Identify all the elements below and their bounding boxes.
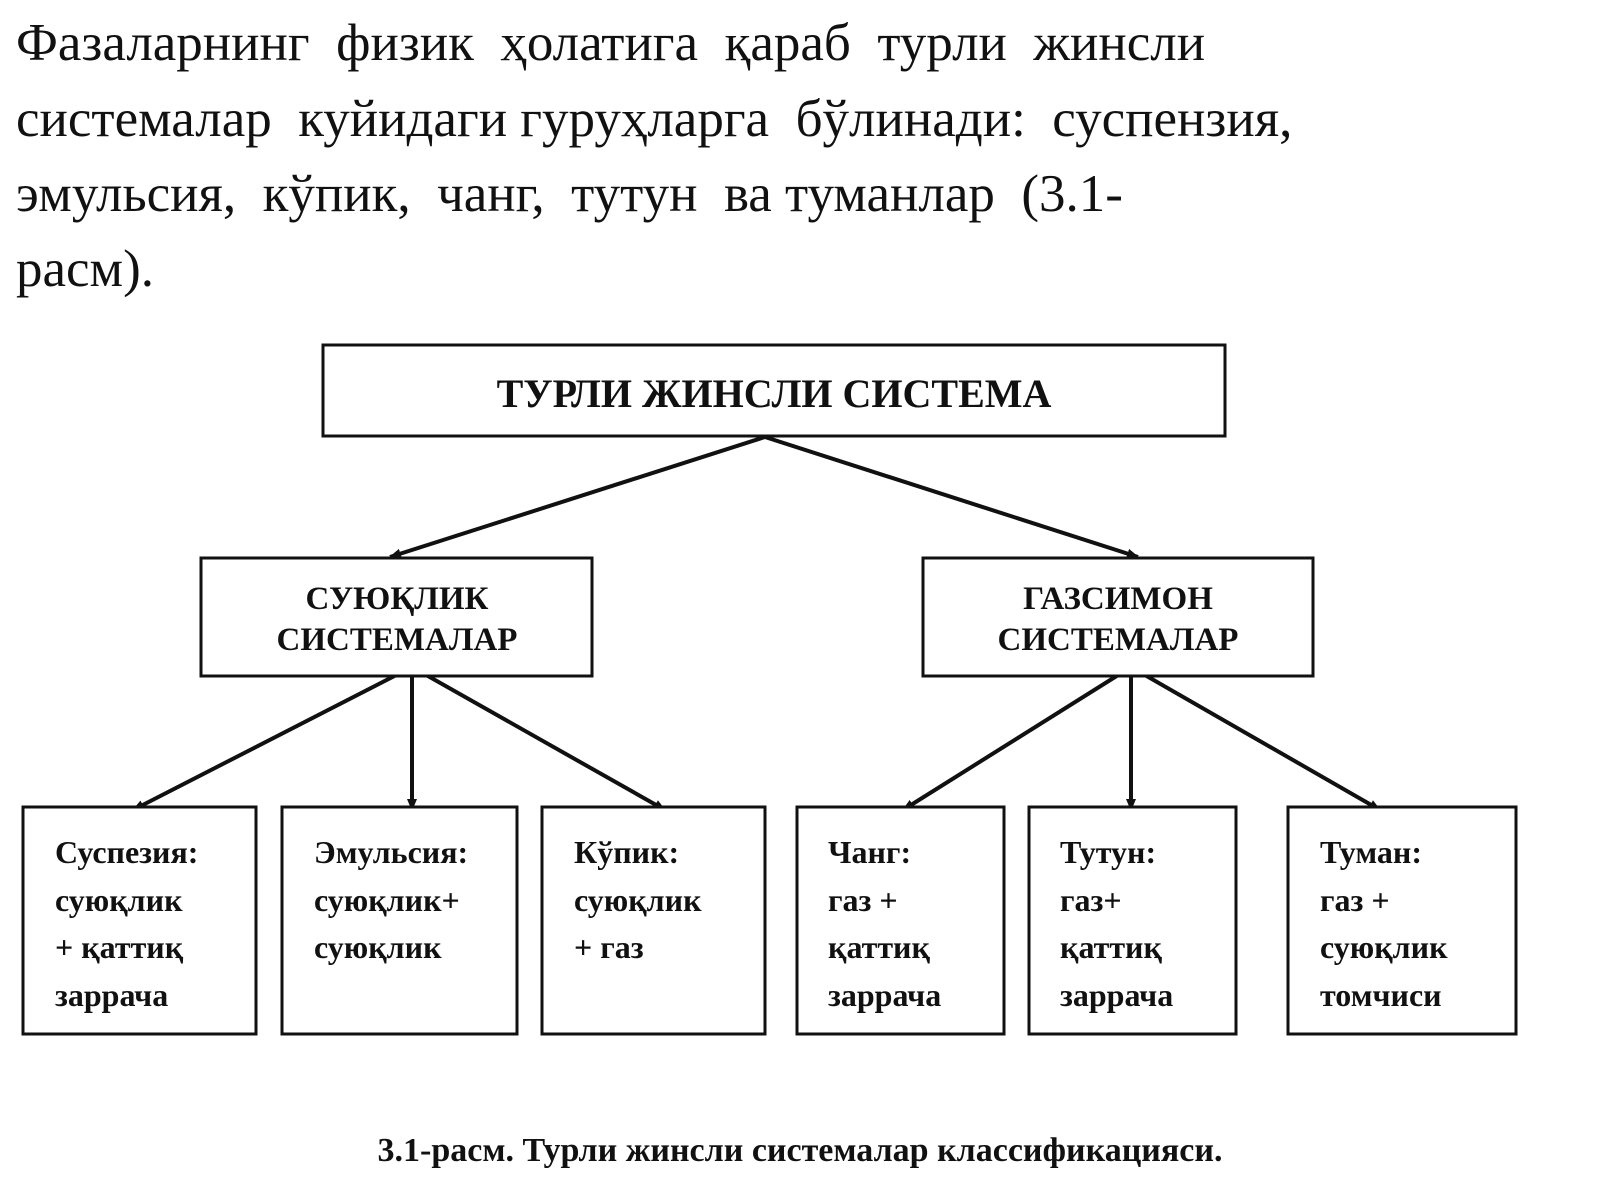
leaf-dust-line-1: Чанг: <box>828 834 911 870</box>
root-node-label: ТУРЛИ ЖИНСЛИ СИСТЕМА <box>497 371 1052 416</box>
leaf-dust-line-3: қаттиқ <box>828 929 930 965</box>
leaf-foam-line-2: суюқлик <box>574 882 702 918</box>
connector-liquid-to-foam <box>411 665 666 812</box>
leaf-node-emulsion: Эмульсия: суюқлик+ суюқлик <box>280 805 519 1036</box>
leaf-node-smoke: Тутун: газ+ қаттиқ заррача <box>1027 805 1238 1036</box>
intro-text-line-4: расм). <box>16 240 154 298</box>
leaf-smoke-line-4: заррача <box>1060 977 1173 1013</box>
leaf-suspension-line-1: Суспезия: <box>55 834 198 870</box>
leaf-fog-line-4: томчиси <box>1320 977 1442 1013</box>
intro-text-line-3: эмульсия, кўпик, чанг, тутун ва туманлар… <box>16 165 1123 223</box>
leaf-smoke-line-2: газ+ <box>1060 882 1122 918</box>
group-node-gas-label-line-2: СИСТЕМАЛАР <box>998 622 1239 658</box>
leaf-node-fog: Туман: газ + суюқлик томчиси <box>1286 805 1518 1036</box>
group-node-gas: ГАЗСИМОН СИСТЕМАЛАР <box>921 556 1315 678</box>
leaf-smoke-line-1: Тутун: <box>1060 834 1156 870</box>
intro-text-line-1: Фазаларнинг физик ҳолатига қараб турли ж… <box>16 14 1206 72</box>
leaf-fog-line-1: Туман: <box>1320 834 1422 870</box>
group-node-liquid-label-line-1: СУЮҚЛИК <box>306 581 489 617</box>
root-node: ТУРЛИ ЖИНСЛИ СИСТЕМА <box>321 343 1227 438</box>
leaf-smoke-line-3: қаттиқ <box>1060 929 1162 965</box>
leaf-emulsion-line-3: суюқлик <box>314 929 442 965</box>
group-node-gas-label-line-1: ГАЗСИМОН <box>1023 581 1213 617</box>
leaf-suspension-line-3: + қаттиқ <box>55 929 184 965</box>
figure-caption: 3.1-расм. Турли жинсли системалар класси… <box>377 1132 1223 1169</box>
leaf-dust-line-4: заррача <box>828 977 941 1013</box>
leaf-emulsion-line-1: Эмульсия: <box>314 834 468 870</box>
connector-gas-to-fog <box>1130 665 1381 812</box>
leaf-foam-line-1: Кўпик: <box>574 834 679 870</box>
leaf-fog-line-3: суюқлик <box>1320 929 1448 965</box>
leaf-suspension-line-4: заррача <box>55 977 168 1013</box>
connector-gas-to-dust <box>901 665 1133 812</box>
leaf-fog-line-2: газ + <box>1320 882 1390 918</box>
connector-root-to-liquid <box>389 435 766 559</box>
group-node-liquid-label-line-2: СИСТЕМАЛАР <box>277 622 518 658</box>
connector-root-to-gas <box>764 435 1139 559</box>
leaf-suspension-line-2: суюқлик <box>55 882 183 918</box>
leaf-emulsion-line-2: суюқлик+ <box>314 882 460 918</box>
intro-text-line-2: системалар куйидаги гуруҳларга бўлинади:… <box>16 90 1293 148</box>
group-node-liquid: СУЮҚЛИК СИСТЕМАЛАР <box>199 556 594 678</box>
leaf-node-foam: Кўпик: суюқлик + газ <box>540 805 767 1036</box>
leaf-dust-line-2: газ + <box>828 882 898 918</box>
leaf-node-dust: Чанг: газ + қаттиқ заррача <box>795 805 1006 1036</box>
leaf-foam-line-3: + газ <box>574 929 644 965</box>
leaf-node-suspension: Суспезия: суюқлик + қаттиқ заррача <box>21 805 258 1036</box>
connector-liquid-to-suspension <box>132 665 413 812</box>
